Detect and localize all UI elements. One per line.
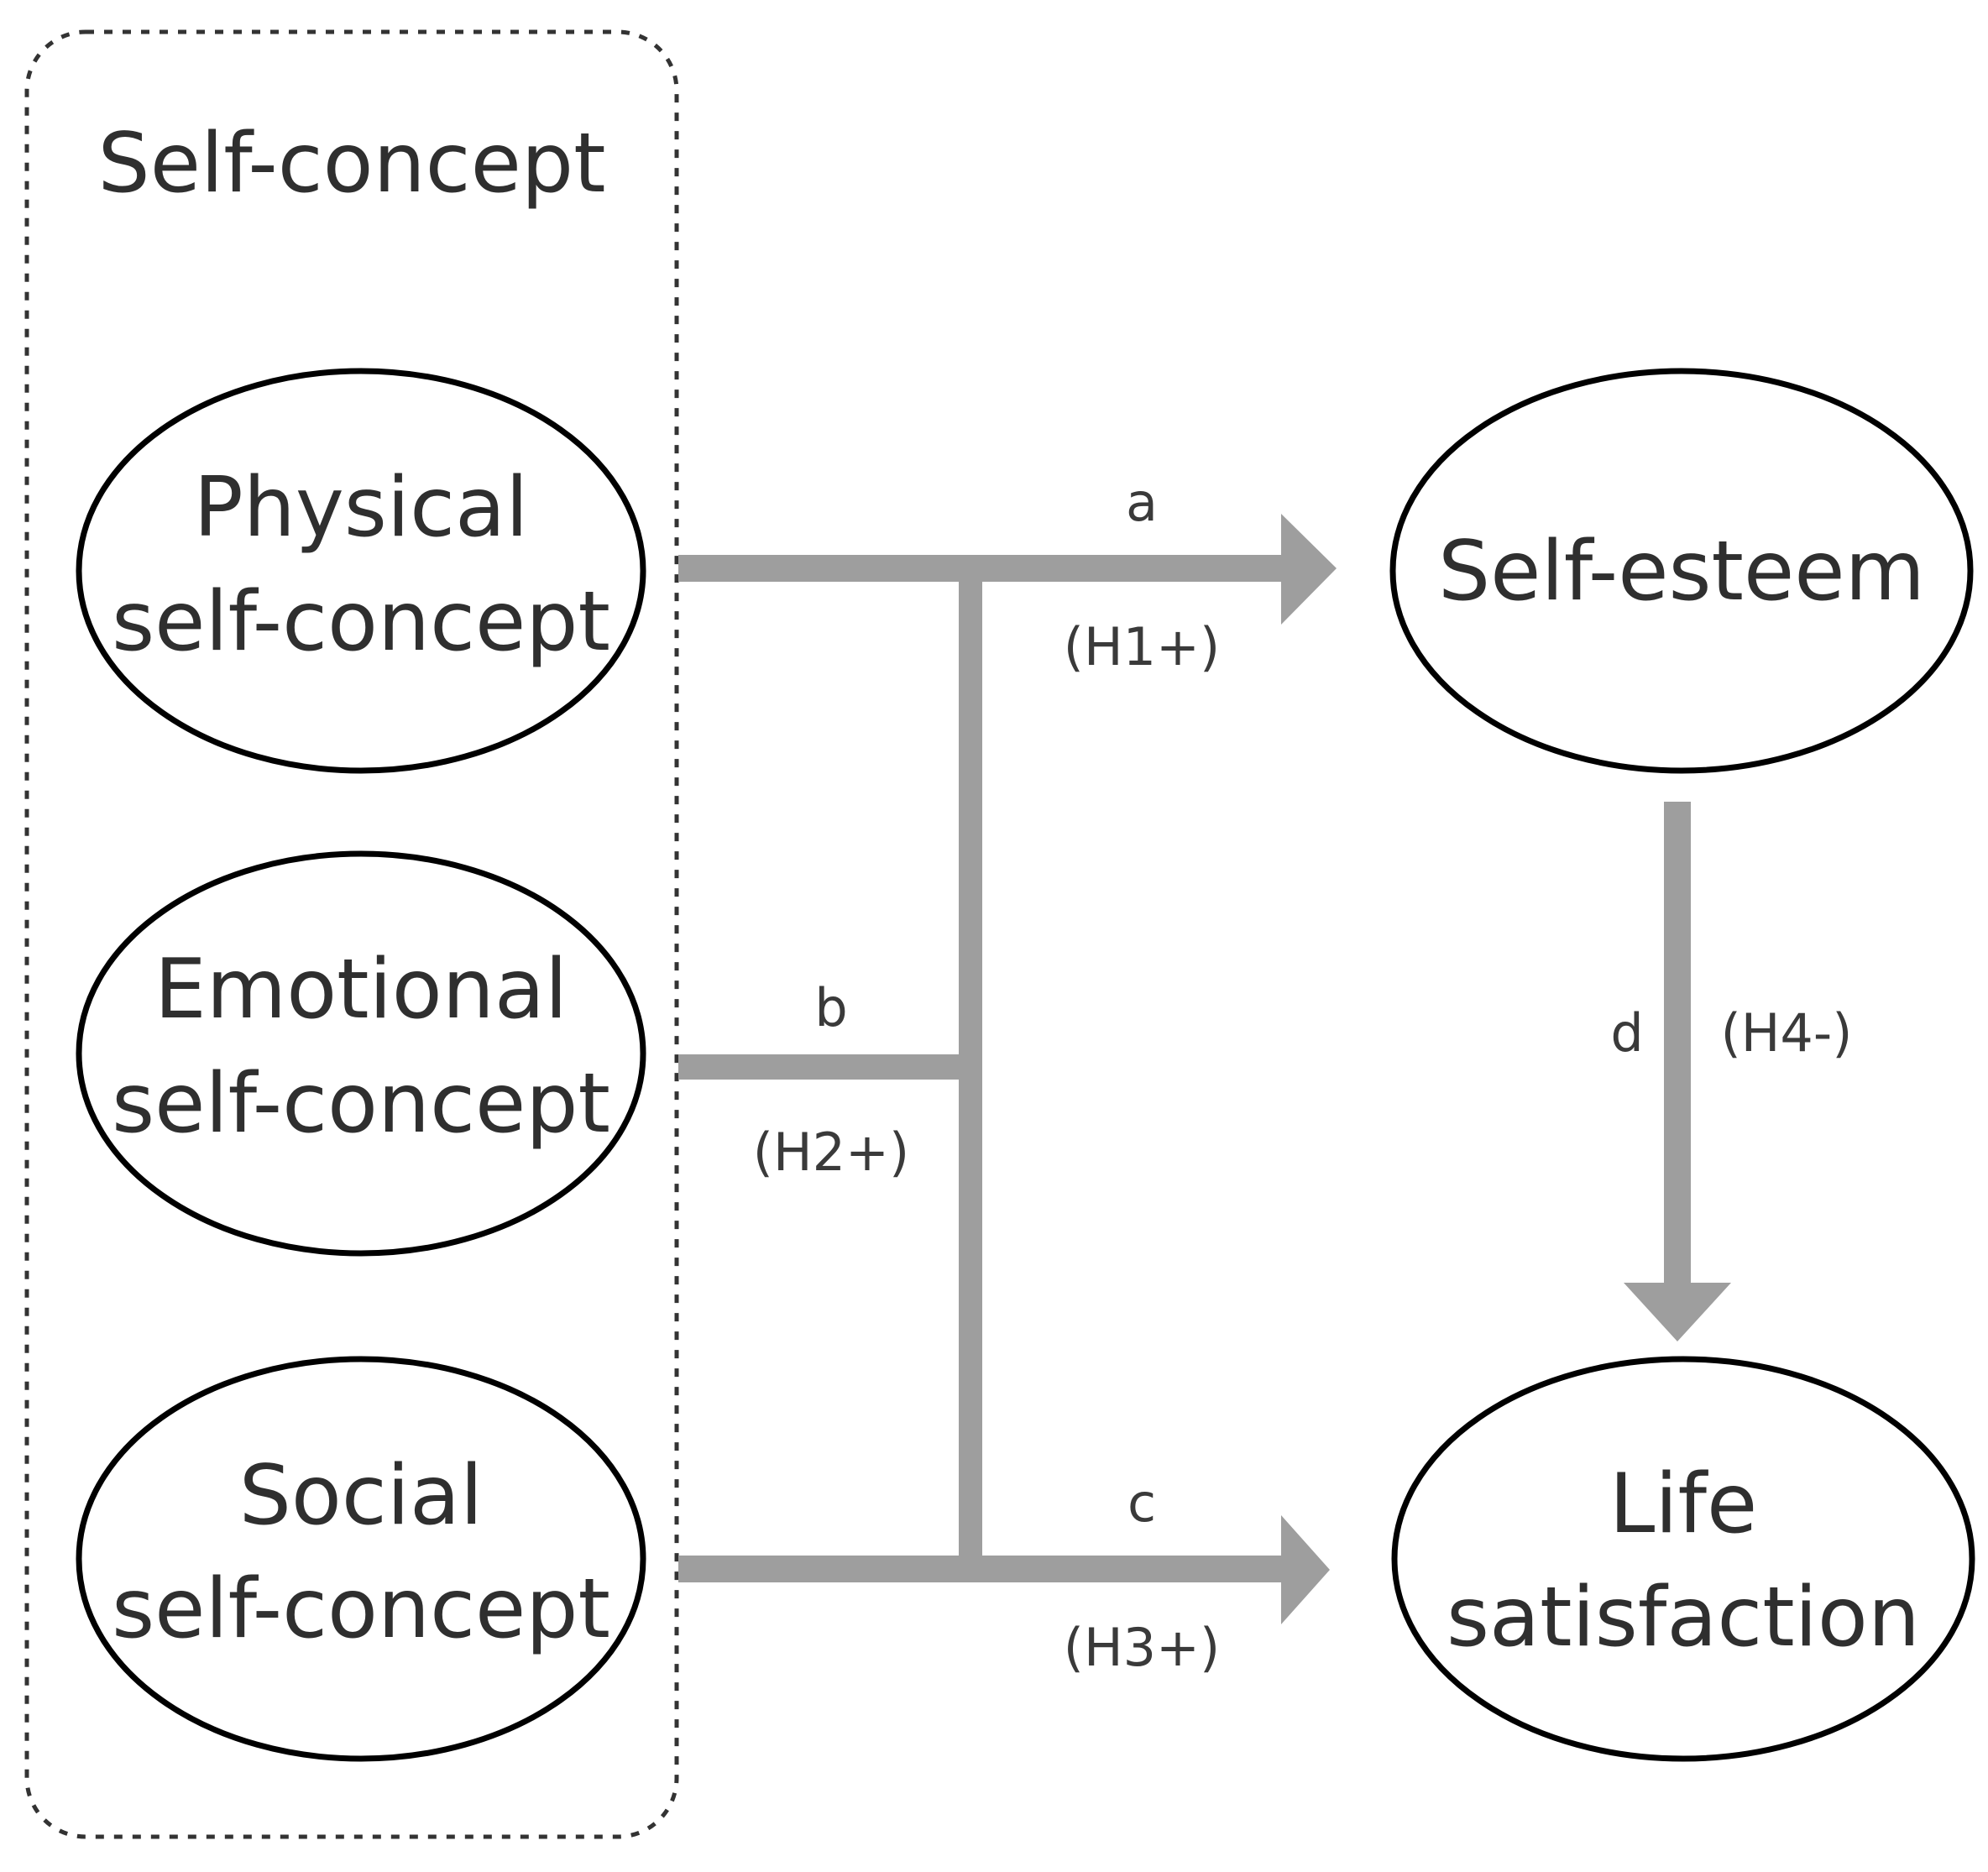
path-c-arrowhead [1281, 1515, 1330, 1624]
path-a-arrowhead [1281, 514, 1337, 625]
self-esteem-node-label: Self-esteem [1438, 524, 1925, 620]
path-c-hypothesis: (H3+) [1064, 1617, 1220, 1678]
social-self-concept-node [76, 1356, 646, 1762]
emotional-node-label-line2: self-concept [112, 1056, 610, 1152]
life-satisfaction-node-label-line2: satisfaction [1447, 1570, 1920, 1665]
social-node-label-line2: self-concept [112, 1561, 610, 1657]
path-b-letter: b [814, 977, 847, 1038]
path-d-arrowhead [1624, 1283, 1731, 1341]
path-b-line [678, 1054, 982, 1080]
emotional-node-label-line1: Emotional [154, 942, 568, 1038]
self-esteem-node [1389, 368, 1974, 774]
life-satisfaction-node-label-line1: Life [1609, 1456, 1758, 1552]
path-d-line [1664, 802, 1691, 1289]
self-concept-group-border [24, 29, 679, 1839]
physical-self-concept-node [76, 368, 646, 774]
path-b-hypothesis: (H2+) [753, 1122, 909, 1183]
path-a-hypothesis: (H1+) [1064, 616, 1220, 677]
path-c-line [678, 1556, 1295, 1582]
path-a-letter: a [1126, 472, 1158, 533]
social-node-label-line1: Social [239, 1448, 484, 1544]
path-a-line [678, 555, 1295, 582]
path-d-hypothesis: (H4-) [1721, 1002, 1853, 1064]
emotional-self-concept-node [76, 850, 646, 1257]
path-d-letter: d [1610, 1002, 1643, 1064]
connector-lines [678, 514, 1731, 1624]
life-satisfaction-node [1391, 1356, 1975, 1762]
self-concept-group-title: Self-concept [98, 116, 606, 212]
physical-node-label-line1: Physical [194, 460, 529, 556]
physical-node-label-line2: self-concept [112, 574, 610, 670]
path-c-letter: c [1127, 1472, 1156, 1534]
